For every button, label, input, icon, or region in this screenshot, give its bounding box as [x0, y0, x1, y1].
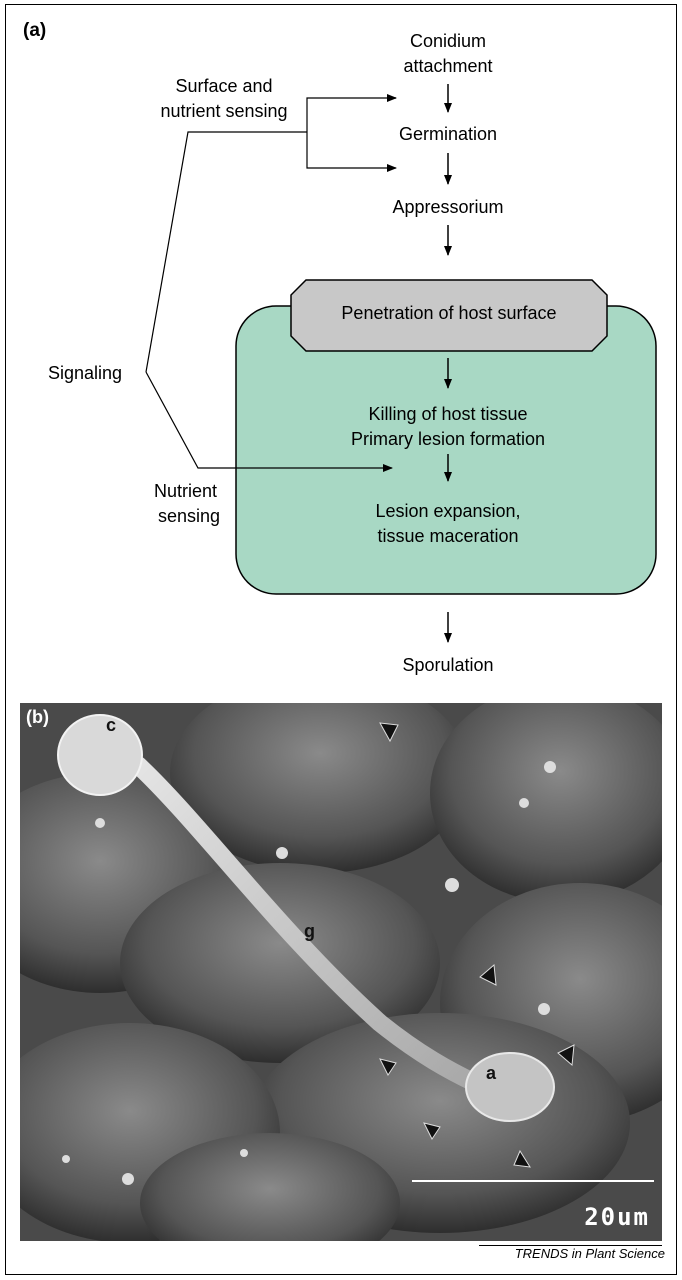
panel-b-label: (b)	[26, 707, 49, 728]
journal-credit: TRENDS in Plant Science	[515, 1246, 665, 1261]
step-penetration: Penetration of host surface	[291, 302, 607, 324]
signal-nutrient-line1: Nutrient	[154, 480, 217, 502]
step-lesion-line2: tissue maceration	[300, 525, 596, 547]
signal-nutrient-line2: sensing	[158, 505, 220, 527]
signal-signaling: Signaling	[48, 362, 122, 384]
step-appressorium: Appressorium	[368, 196, 528, 218]
signal-surface-line2: nutrient sensing	[139, 100, 309, 122]
step-lesion-line1: Lesion expansion,	[300, 500, 596, 522]
step-killing-line2: Primary lesion formation	[300, 428, 596, 450]
marker-appressorium: a	[486, 1063, 496, 1084]
marker-conidium: c	[106, 715, 116, 736]
sem-micrograph: (b) c g a 20um	[20, 703, 662, 1241]
scale-bar-label: 20um	[584, 1203, 650, 1231]
step-conidium-line2: attachment	[383, 55, 513, 77]
step-germination: Germination	[383, 123, 513, 145]
flow-diagram	[0, 0, 682, 700]
conidium	[58, 715, 142, 795]
step-conidium-line1: Conidium	[383, 30, 513, 52]
micrograph-illustration	[20, 703, 662, 1241]
signal-surface-line1: Surface and	[149, 75, 299, 97]
appressorium	[466, 1053, 554, 1121]
step-sporulation: Sporulation	[383, 654, 513, 676]
marker-germ-tube: g	[304, 921, 315, 942]
step-killing-line1: Killing of host tissue	[300, 403, 596, 425]
